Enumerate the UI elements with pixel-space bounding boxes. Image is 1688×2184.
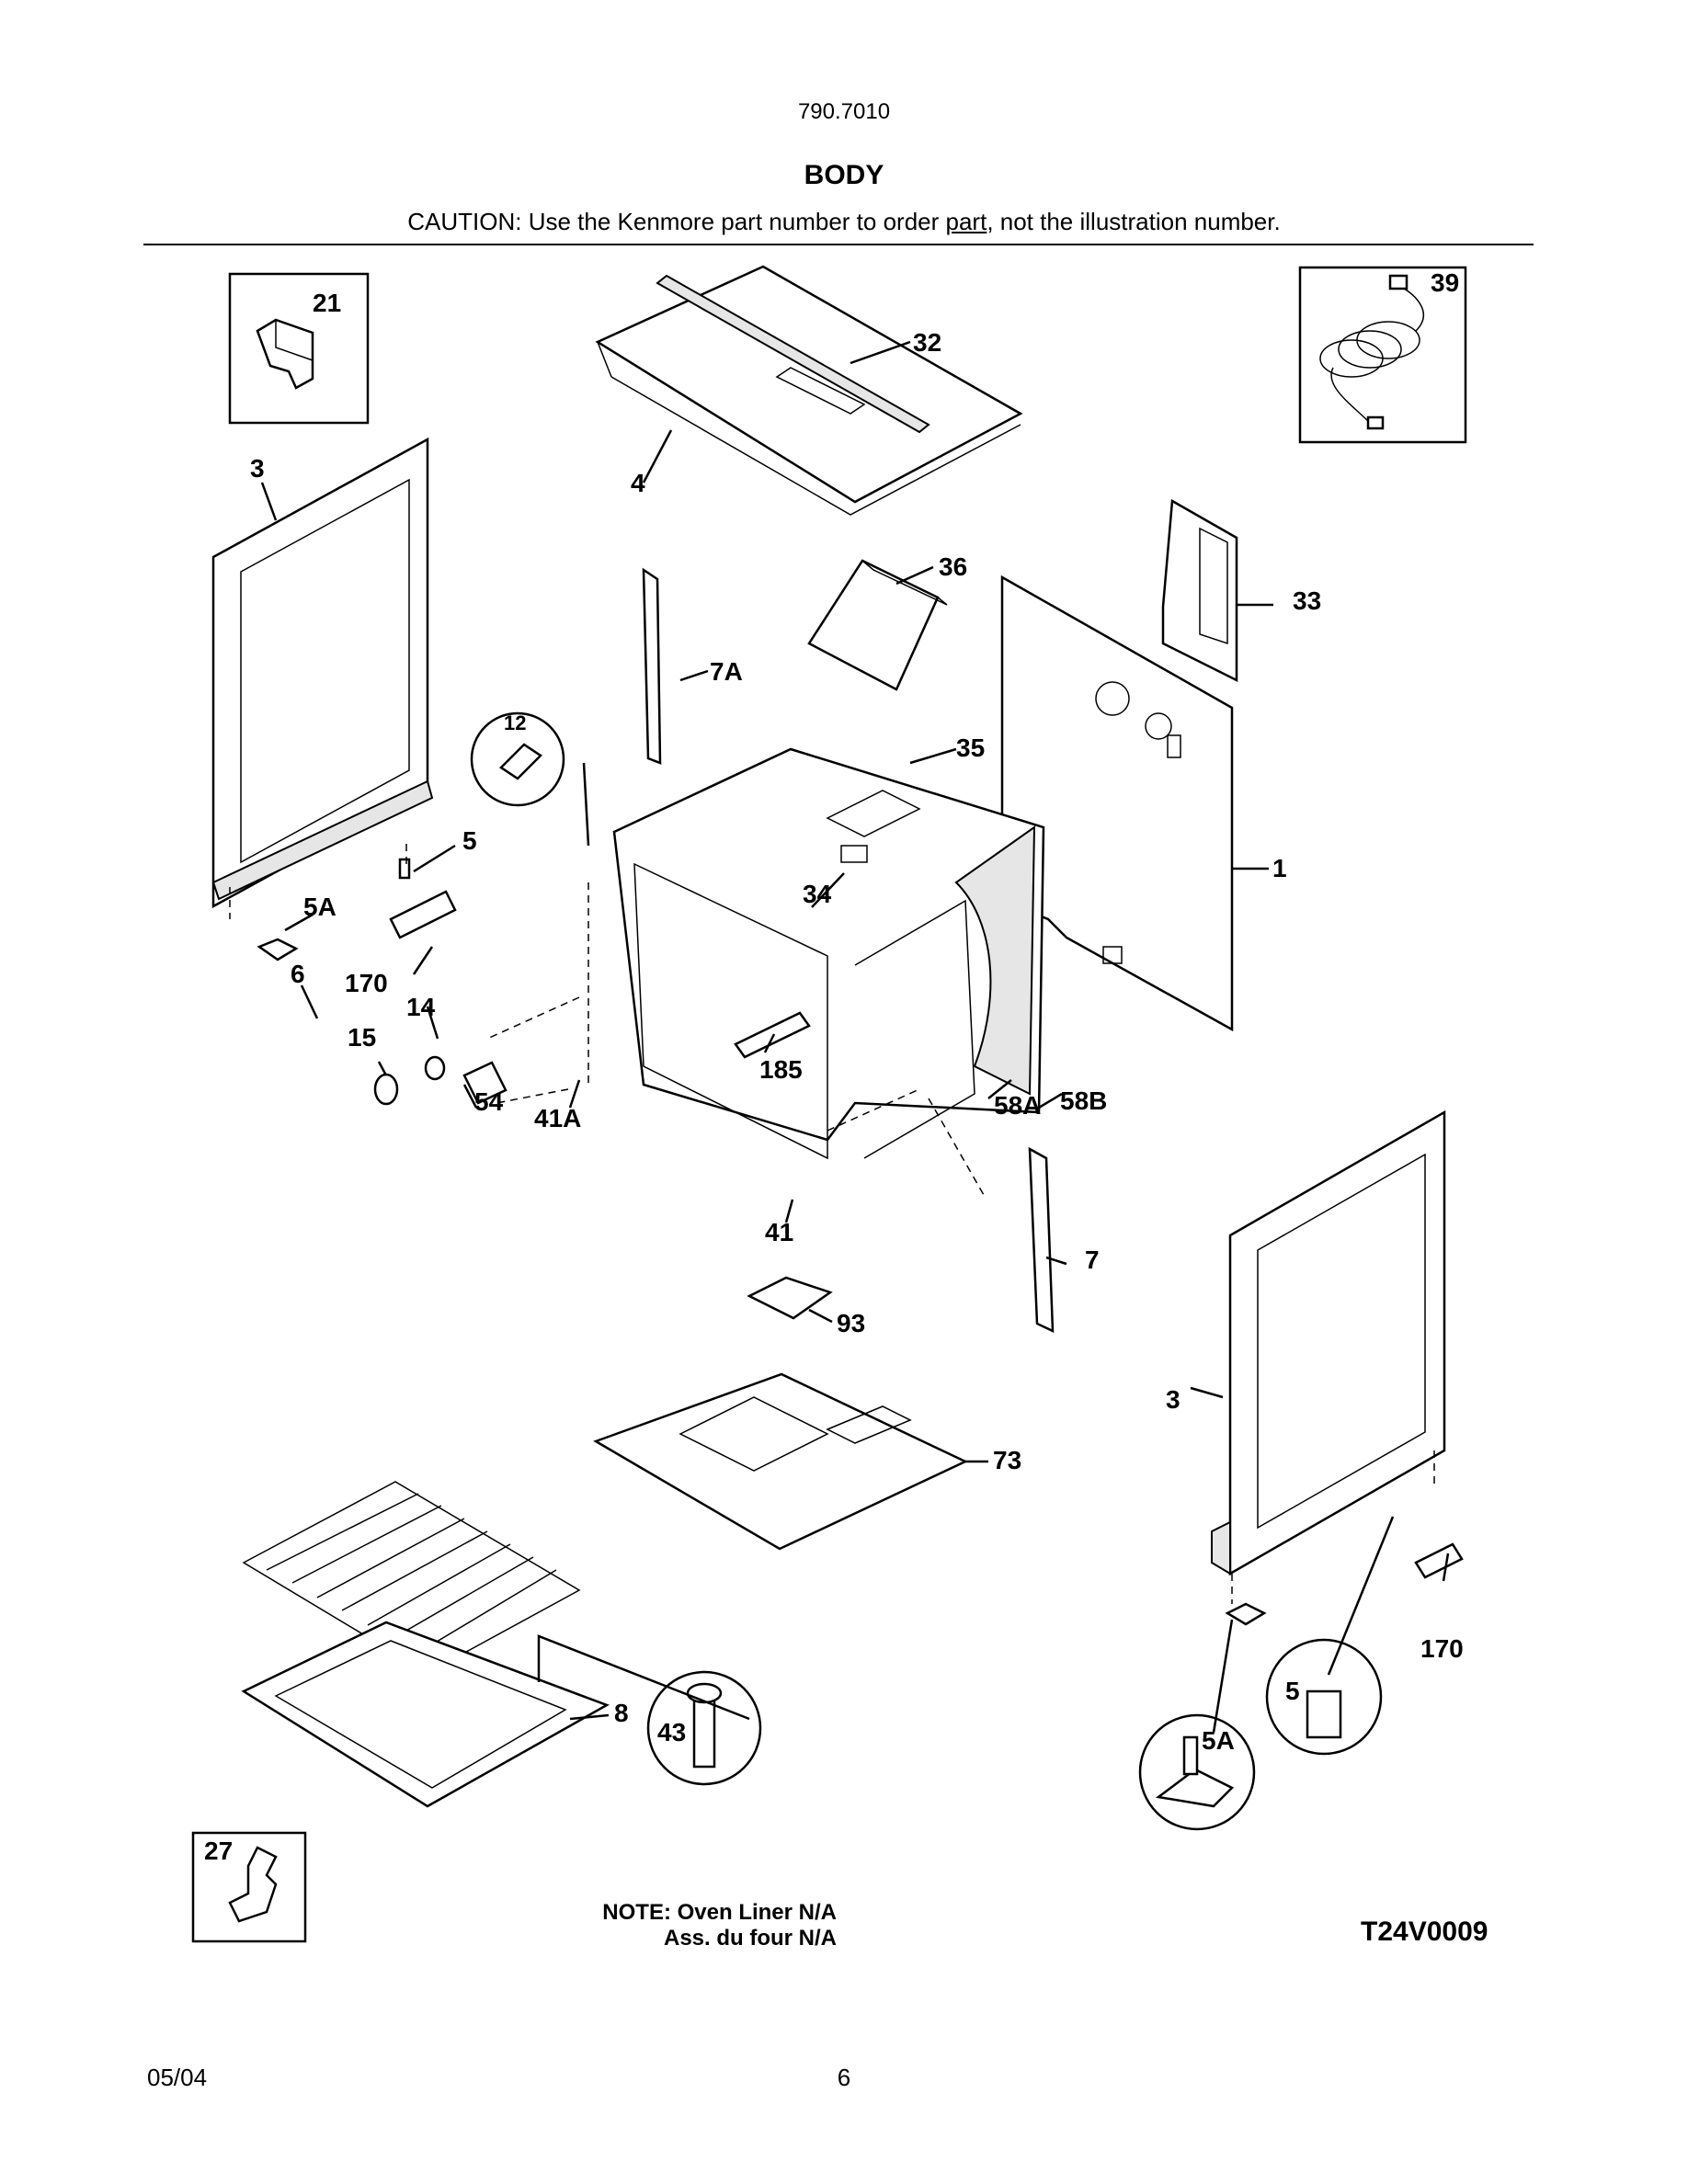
detail-circle-12 xyxy=(470,711,565,807)
side-panel-left xyxy=(211,437,434,909)
caution-after: , not the illustration number. xyxy=(987,208,1281,235)
detail-circle-5 xyxy=(1265,1638,1383,1756)
caution-text: CAUTION: Use the Kenmore part number to … xyxy=(0,208,1688,236)
callout-73: 73 xyxy=(993,1446,1021,1474)
callout-58A: 58A xyxy=(994,1091,1041,1120)
callout-36: 36 xyxy=(939,552,967,581)
callout-3-left: 3 xyxy=(250,454,265,483)
callout-7: 7 xyxy=(1085,1246,1100,1274)
callout-labels: 1 3 3 4 5 5 5A 5A 6 7 7A 8 12 14 15 21 2… xyxy=(204,268,1464,1865)
callout-43: 43 xyxy=(657,1718,686,1746)
footer-date: 05/04 xyxy=(147,2064,208,2091)
callout-32: 32 xyxy=(913,328,941,357)
inset-box-21 xyxy=(228,272,370,425)
model-number: 790.7010 xyxy=(797,99,891,124)
caution-underlined: part xyxy=(945,208,987,235)
callout-41A: 41A xyxy=(534,1104,581,1132)
assembly-guides xyxy=(229,844,1435,1604)
inset-box-39 xyxy=(1298,266,1467,444)
callout-5-right: 5 xyxy=(1285,1677,1300,1705)
callout-34: 34 xyxy=(803,880,832,908)
bottom-panel xyxy=(593,1372,968,1551)
diagram-code: T24V0009 xyxy=(1361,1917,1488,1947)
callout-54: 54 xyxy=(474,1087,504,1116)
note-line-1: NOTE: Oven Liner N/A xyxy=(602,1900,837,1925)
callout-6: 6 xyxy=(291,960,305,988)
detail-circle-5A xyxy=(1138,1713,1256,1831)
callout-5A-left: 5A xyxy=(303,893,336,921)
callout-14: 14 xyxy=(406,993,436,1021)
callout-35: 35 xyxy=(956,734,985,762)
small-parts xyxy=(257,858,1464,1626)
top-panel xyxy=(595,265,1023,516)
callout-58B: 58B xyxy=(1060,1086,1107,1115)
drip-tray xyxy=(241,1621,610,1808)
callout-41: 41 xyxy=(765,1218,793,1246)
callout-21: 21 xyxy=(313,289,341,317)
rear-bracket xyxy=(1161,498,1238,683)
oven-body xyxy=(612,747,1045,1160)
callout-1: 1 xyxy=(1272,854,1287,882)
callout-8: 8 xyxy=(614,1699,629,1727)
callout-15: 15 xyxy=(348,1023,376,1052)
callout-39: 39 xyxy=(1431,268,1459,297)
callout-3-right: 3 xyxy=(1166,1385,1180,1414)
leader-lines xyxy=(260,340,1450,1734)
page-number: 6 xyxy=(837,2064,851,2091)
note-line-2: Ass. du four N/A xyxy=(663,1926,837,1951)
callout-12: 12 xyxy=(504,711,526,734)
callout-4: 4 xyxy=(631,469,645,497)
callout-185: 185 xyxy=(759,1055,803,1084)
callout-93: 93 xyxy=(837,1309,865,1337)
page-title: BODY xyxy=(804,160,884,190)
callout-7A: 7A xyxy=(710,657,743,686)
inset-box-27 xyxy=(191,1831,307,1943)
callout-170-right: 170 xyxy=(1420,1634,1464,1663)
callout-170-left: 170 xyxy=(345,969,388,997)
hinges xyxy=(642,567,1055,1334)
caution-before: CAUTION: Use the Kenmore part number to … xyxy=(407,208,946,235)
vent-duct xyxy=(807,559,948,691)
callout-33: 33 xyxy=(1293,586,1321,615)
side-panel-right xyxy=(1211,1109,1446,1576)
callout-27: 27 xyxy=(204,1837,233,1865)
callout-5-left: 5 xyxy=(462,826,477,855)
header-rule xyxy=(143,244,1534,245)
callout-5A-right: 5A xyxy=(1202,1726,1235,1755)
